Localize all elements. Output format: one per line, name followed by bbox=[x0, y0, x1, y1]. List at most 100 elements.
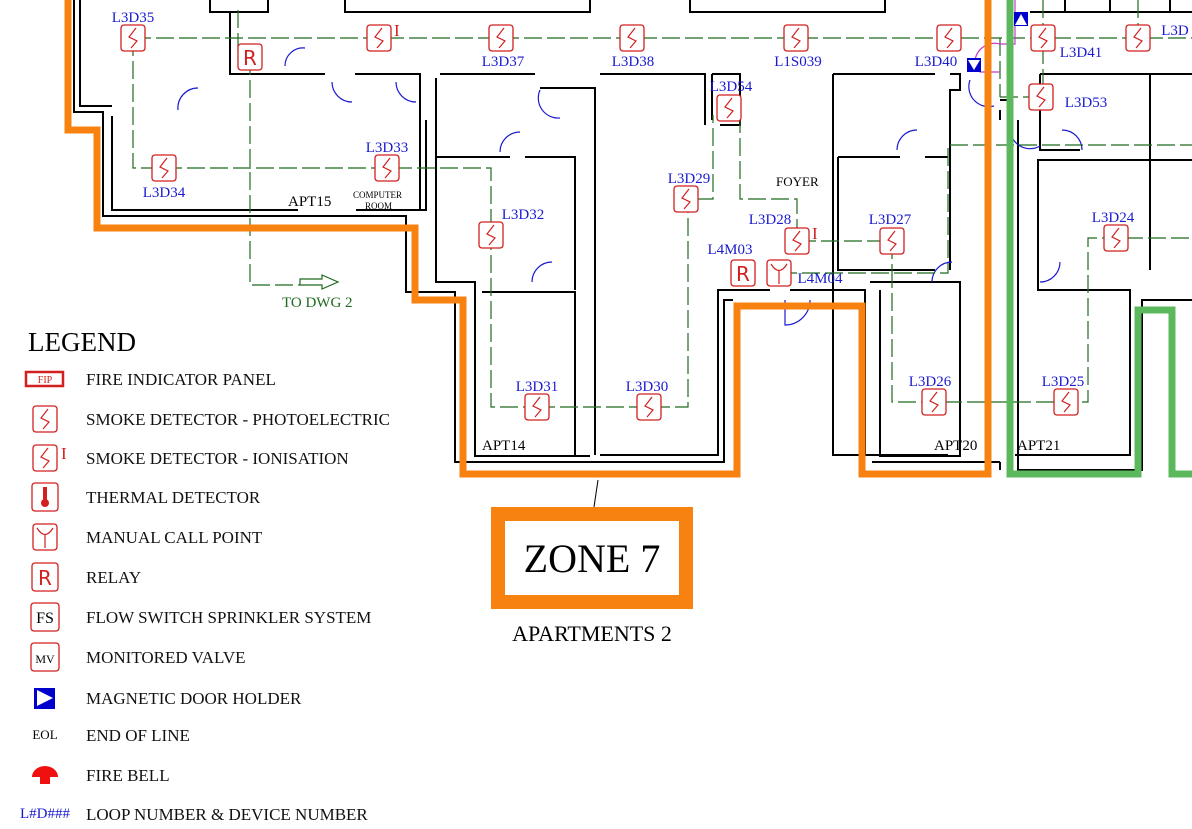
device-smoke-photo-icon[interactable] bbox=[936, 24, 962, 52]
device-smoke-photo-icon[interactable] bbox=[879, 227, 905, 255]
device-smoke-ion-icon[interactable] bbox=[366, 24, 392, 52]
ionisation-mark: I bbox=[812, 224, 818, 243]
device-label: L3D35 bbox=[112, 10, 155, 26]
device-label: L3D26 bbox=[909, 374, 952, 390]
legend-label: FLOW SWITCH SPRINKLER SYSTEM bbox=[86, 608, 371, 627]
device-smoke-photo-icon[interactable] bbox=[524, 393, 550, 421]
device-label: L3D29 bbox=[668, 171, 711, 187]
device-label: L3D30 bbox=[626, 379, 669, 395]
zone-subtitle: APARTMENTS 2 bbox=[512, 621, 672, 646]
legend-smoke-photo-icon bbox=[32, 405, 58, 433]
device-label: L3D24 bbox=[1092, 210, 1135, 226]
device-smoke-photo-icon[interactable] bbox=[716, 94, 742, 122]
eol-text: EOL bbox=[32, 727, 57, 742]
symbol-text: MV bbox=[35, 652, 55, 666]
room-label-apt20: APT20 bbox=[934, 438, 977, 454]
doors bbox=[177, 47, 1083, 326]
zone-title: ZONE 7 bbox=[524, 536, 661, 581]
device-smoke-photo-icon[interactable] bbox=[783, 24, 809, 52]
legend-label: LOOP NUMBER & DEVICE NUMBER bbox=[86, 805, 368, 824]
room-label-apt14: APT14 bbox=[482, 438, 526, 454]
legend-label: SMOKE DETECTOR - PHOTOELECTRIC bbox=[86, 410, 390, 429]
ionisation-mark: I bbox=[394, 21, 400, 40]
device-smoke-photo-icon[interactable] bbox=[1053, 388, 1079, 416]
legend-label: END OF LINE bbox=[86, 726, 190, 745]
device-smoke-photo-icon[interactable] bbox=[619, 24, 645, 52]
room-label-apt15: APT15 bbox=[288, 194, 331, 210]
device-label: L1S039 bbox=[774, 54, 822, 70]
device-smoke-photo-icon[interactable] bbox=[488, 24, 514, 52]
device-smoke-photo-icon[interactable] bbox=[120, 24, 146, 52]
legend-eol-icon: EOL bbox=[32, 727, 57, 742]
device-smoke-photo-icon[interactable] bbox=[151, 154, 177, 182]
zone-box bbox=[491, 507, 693, 609]
device-label: L3D41 bbox=[1060, 45, 1103, 61]
room-label-computer-room: ROOM bbox=[365, 201, 392, 211]
device-smoke-photo-icon[interactable] bbox=[374, 154, 400, 182]
legend-label: FIRE INDICATOR PANEL bbox=[86, 370, 276, 389]
device-label: L4M04 bbox=[798, 271, 844, 287]
device-smoke-ion-icon[interactable] bbox=[784, 227, 810, 255]
device-label: L3D32 bbox=[502, 207, 545, 223]
device-smoke-photo-icon[interactable] bbox=[1030, 24, 1056, 52]
ion-mark: I bbox=[61, 444, 67, 463]
device-smoke-photo-icon[interactable] bbox=[478, 221, 504, 249]
device-label: L3D31 bbox=[516, 379, 559, 395]
legend: FIP FIRE INDICATOR PANEL SMOKE DETECTOR - … bbox=[20, 370, 390, 824]
arrow-to-dwg-icon bbox=[299, 274, 340, 290]
legend-label: MAGNETIC DOOR HOLDER bbox=[86, 689, 302, 708]
legend-label: MANUAL CALL POINT bbox=[86, 528, 263, 547]
legend-label: THERMAL DETECTOR bbox=[86, 488, 261, 507]
legend-magnetic-door-holder-icon bbox=[34, 688, 55, 709]
legend-fip-icon: FIP bbox=[24, 370, 65, 388]
device-label: L3D25 bbox=[1042, 374, 1085, 390]
to-dwg-label: TO DWG 2 bbox=[282, 295, 353, 311]
device-label: L4M03 bbox=[708, 242, 753, 258]
legend-manual-call-point-icon bbox=[32, 523, 58, 551]
room-label-apt21: APT21 bbox=[1017, 438, 1060, 454]
device-label: L3D40 bbox=[915, 54, 958, 70]
device-smoke-photo-icon[interactable] bbox=[1028, 83, 1054, 111]
device-manual-call-point-icon[interactable] bbox=[766, 259, 792, 287]
room-label-foyer: FOYER bbox=[776, 174, 819, 189]
device-label: L3D28 bbox=[749, 212, 792, 228]
room-label-computer-room: COMPUTER bbox=[353, 190, 402, 200]
magnetic-door-holder-icon bbox=[1014, 12, 1028, 26]
legend-relay-icon: R bbox=[31, 562, 59, 592]
device-smoke-photo-icon[interactable] bbox=[673, 185, 699, 213]
walls bbox=[73, 0, 1192, 471]
device-label: L3D53 bbox=[1065, 95, 1108, 111]
legend-label: FIRE BELL bbox=[86, 766, 170, 785]
legend-smoke-ion-icon: I bbox=[32, 444, 67, 472]
zone7-boundary bbox=[64, 0, 992, 478]
device-smoke-photo-icon[interactable] bbox=[1125, 24, 1151, 52]
legend-loop-device-icon: L#D### bbox=[20, 806, 70, 822]
device-label: L3D54 bbox=[710, 79, 753, 95]
device-label: L3D33 bbox=[366, 140, 409, 156]
device-label: L3D27 bbox=[869, 212, 912, 228]
legend-flow-switch-icon: FS bbox=[30, 602, 60, 632]
adjacent-zone-boundary bbox=[1006, 0, 1192, 478]
device-label: L3D34 bbox=[143, 185, 186, 201]
device-smoke-photo-icon[interactable] bbox=[636, 393, 662, 421]
loop-device-text: L#D### bbox=[20, 806, 70, 822]
device-label: L3D38 bbox=[612, 54, 655, 70]
svg-text:R: R bbox=[736, 262, 750, 286]
fip-text: FIP bbox=[38, 375, 53, 386]
magnetic-door-holder-icon bbox=[967, 58, 981, 72]
device-label: L3D37 bbox=[482, 54, 525, 70]
device-smoke-photo-icon[interactable] bbox=[1103, 224, 1129, 252]
svg-text:R: R bbox=[243, 46, 257, 70]
legend-label: RELAY bbox=[86, 568, 141, 587]
relay-text: R bbox=[38, 566, 52, 590]
device-relay-icon[interactable]: R bbox=[237, 43, 263, 71]
device-relay-icon[interactable]: R bbox=[730, 259, 756, 287]
legend-monitored-valve-icon: MV bbox=[30, 642, 60, 672]
legend-label: MONITORED VALVE bbox=[86, 648, 245, 667]
device-smoke-photo-icon[interactable] bbox=[921, 388, 947, 416]
symbol-text: FS bbox=[36, 610, 54, 627]
legend-thermal-icon bbox=[31, 482, 59, 512]
device-label: L3D bbox=[1161, 23, 1189, 39]
